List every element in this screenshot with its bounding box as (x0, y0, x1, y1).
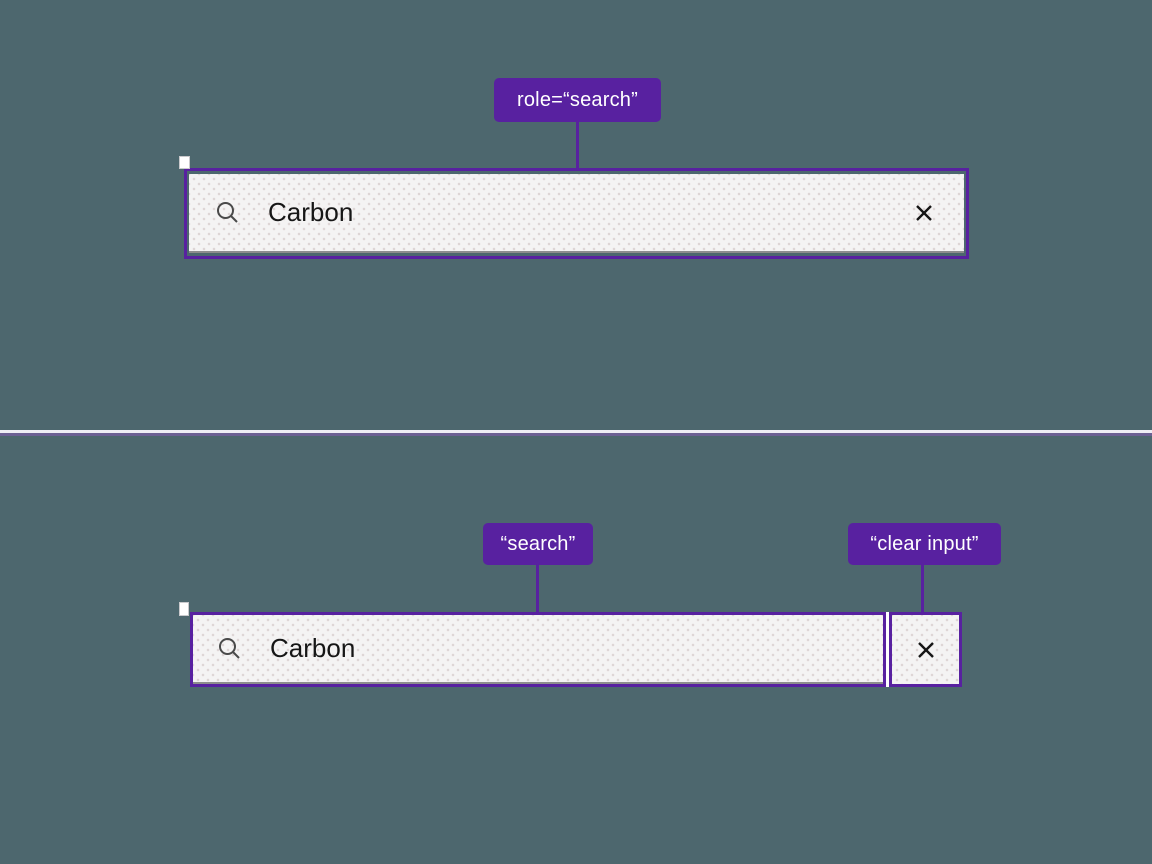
search-bar (193, 615, 883, 684)
annotation-badge-clear-input: “clear input” (848, 523, 1001, 565)
annotation-badge-role-search: role=“search” (494, 78, 661, 122)
annotation-connector-clear-input (921, 565, 924, 613)
selection-handle (179, 156, 190, 169)
clear-button-surface (892, 615, 959, 684)
annotation-badge-search: “search” (483, 523, 593, 565)
section-divider-light (0, 430, 1152, 433)
section-divider-purple (0, 433, 1152, 436)
annotation-connector-search (536, 565, 539, 613)
clear-input-button[interactable] (908, 197, 940, 229)
annotation-outline-search-role (184, 168, 969, 259)
annotation-outline-search-input (190, 612, 886, 687)
close-icon (912, 201, 936, 225)
search-icon (217, 636, 242, 661)
search-input[interactable] (268, 197, 908, 228)
outline-gap (884, 612, 891, 687)
search-icon (215, 200, 240, 225)
selection-handle (179, 602, 189, 616)
close-icon (914, 638, 938, 662)
search-input[interactable] (270, 633, 867, 664)
annotation-connector-role-search (576, 122, 579, 169)
clear-input-button[interactable] (889, 612, 962, 687)
search-bar (189, 174, 964, 253)
